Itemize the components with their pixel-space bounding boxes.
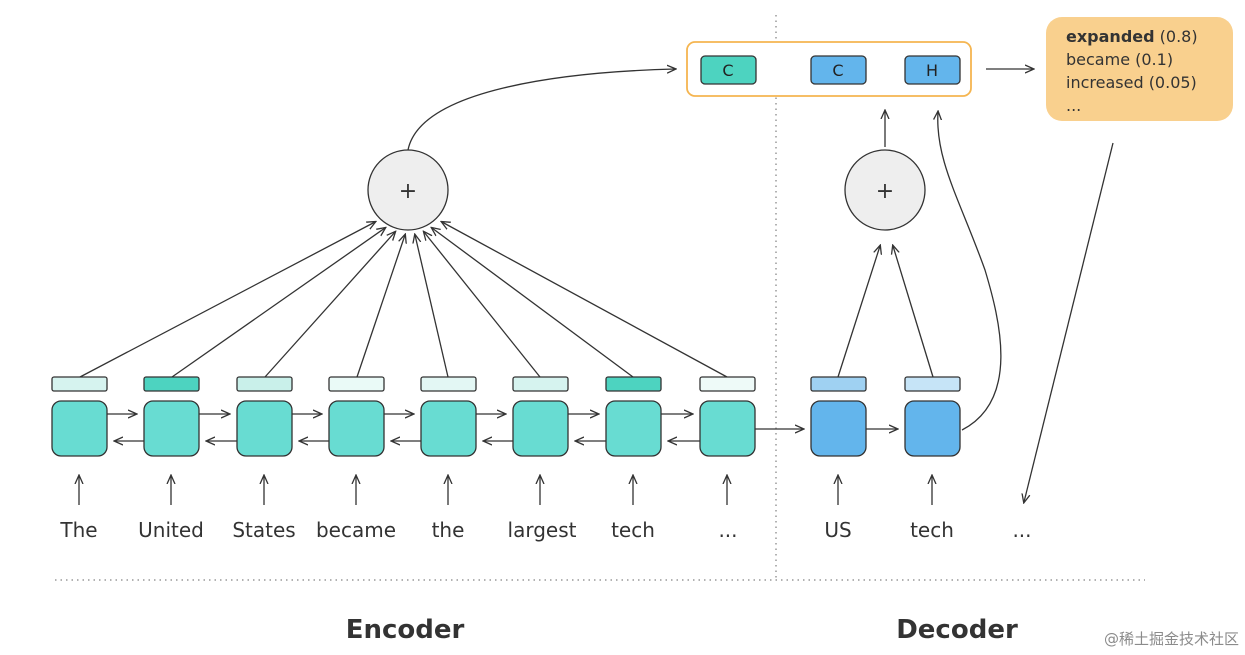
attention-bar <box>810 376 867 392</box>
token-label: US <box>824 518 851 542</box>
decoder-sum-node <box>844 149 926 231</box>
output-line: expanded (0.8) <box>1066 25 1221 48</box>
attention-lines <box>79 222 728 378</box>
decoder-context-label: C <box>832 61 843 80</box>
decoder-attention-lines <box>837 246 934 378</box>
output-distribution-box: expanded (0.8) became (0.1) increased (0… <box>1046 17 1233 121</box>
token-label: tech <box>611 518 655 542</box>
output-line: increased (0.05) <box>1066 71 1221 94</box>
decoder-attention-bars <box>810 376 961 392</box>
context-vector-label: C <box>722 61 733 80</box>
encoder-cell <box>236 400 293 457</box>
attention-bar <box>420 376 477 392</box>
attention-bar <box>512 376 569 392</box>
token-label: the <box>432 518 465 542</box>
token-label: United <box>138 518 204 542</box>
encoder-title: Encoder <box>346 615 465 645</box>
token-label: The <box>59 518 97 542</box>
attention-bar <box>328 376 385 392</box>
output-line: became (0.1) <box>1066 48 1221 71</box>
next-token-arrow <box>1024 142 1114 502</box>
encoder-attention-bars <box>51 376 756 392</box>
recurrent-arrows <box>107 414 897 441</box>
encoder-cell <box>699 400 756 457</box>
token-label: ... <box>1012 518 1031 542</box>
output-line: ... <box>1066 94 1221 117</box>
encoder-tokens: The United States became the largest tec… <box>59 518 737 542</box>
context-vector-cell <box>700 55 757 85</box>
decoder-cells <box>810 400 961 457</box>
hidden-state-label: H <box>926 61 938 80</box>
hidden-state-arrow <box>938 112 1002 431</box>
token-label: ... <box>718 518 737 542</box>
hidden-state-cell <box>904 55 961 85</box>
decoder-tokens: US tech ... <box>824 518 1031 542</box>
output-word: increased <box>1066 73 1144 92</box>
attention-bar <box>605 376 662 392</box>
input-arrows <box>79 476 932 505</box>
context-arrow <box>407 69 675 151</box>
output-prob: (0.05) <box>1148 73 1197 92</box>
encoder-cells <box>51 400 756 457</box>
encoder-cell <box>51 400 108 457</box>
encoder-cell <box>143 400 200 457</box>
output-prob: (0.1) <box>1135 50 1174 69</box>
decoder-title: Decoder <box>896 615 1018 645</box>
watermark: @稀土掘金技术社区 <box>1103 630 1239 648</box>
output-prob: (0.8) <box>1159 27 1198 46</box>
decoder-sum-symbol: + <box>876 179 894 204</box>
token-label: largest <box>508 518 577 542</box>
attention-bar <box>51 376 108 392</box>
encoder-cell <box>328 400 385 457</box>
attention-bar <box>236 376 293 392</box>
attention-bar <box>699 376 756 392</box>
attention-bar <box>904 376 961 392</box>
decoder-cell <box>810 400 867 457</box>
encoder-sum-symbol: + <box>399 179 417 204</box>
output-word: ... <box>1066 96 1082 115</box>
token-label: tech <box>910 518 954 542</box>
decoder-context-cell <box>810 55 867 85</box>
encoder-cell <box>605 400 662 457</box>
encoder-cell <box>512 400 569 457</box>
output-word: expanded <box>1066 27 1155 46</box>
output-word: became <box>1066 50 1131 69</box>
encoder-cell <box>420 400 477 457</box>
token-label: became <box>316 518 396 542</box>
attention-bar <box>143 376 200 392</box>
token-label: States <box>232 518 295 542</box>
decoder-cell <box>904 400 961 457</box>
